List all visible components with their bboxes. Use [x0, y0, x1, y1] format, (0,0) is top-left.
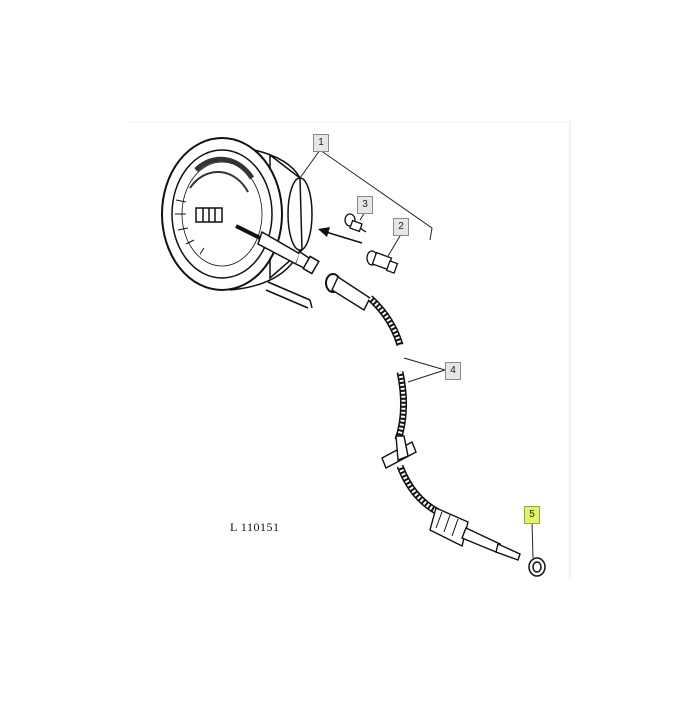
drive-cable: [325, 273, 521, 561]
callout-4: 4: [445, 362, 461, 380]
bulb-part: [344, 213, 367, 233]
gauge-assembly: [161, 137, 320, 309]
callout-5: 5: [524, 506, 540, 524]
bulb-holder-part: [366, 250, 399, 274]
washer-part: [528, 557, 546, 577]
reference-code: L 110151: [230, 520, 280, 534]
callout-2: 2: [393, 218, 409, 236]
direction-arrow: [318, 227, 363, 244]
callout-1: 1: [313, 134, 329, 152]
leader-lines: [299, 149, 534, 559]
callout-3: 3: [357, 196, 373, 214]
